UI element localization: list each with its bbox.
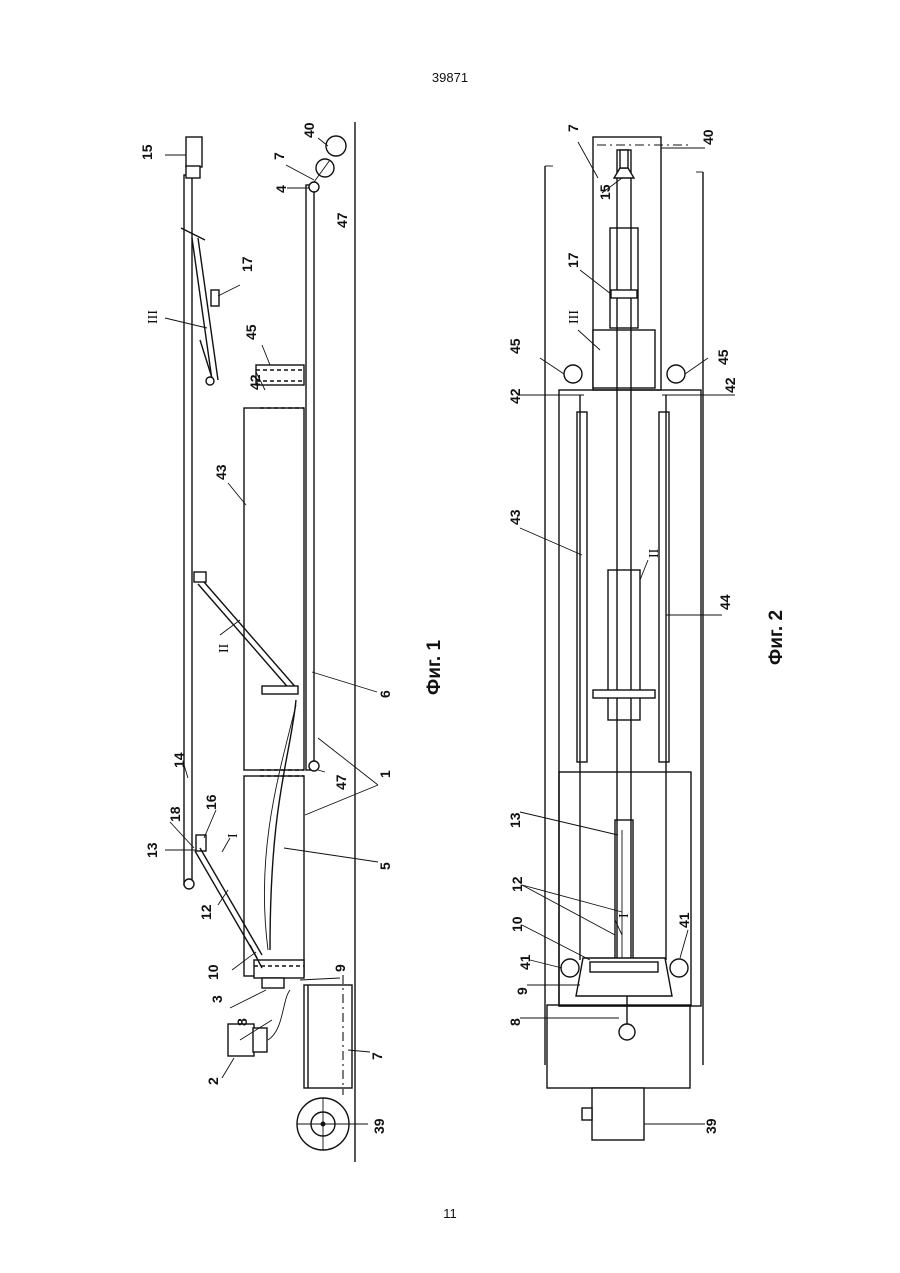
fig2-label: 39 — [703, 1118, 719, 1134]
fig2-label: 12 — [509, 876, 525, 892]
fig1-label: 15 — [139, 144, 155, 160]
fig2-label: 42 — [722, 377, 738, 393]
fig1-label: 16 — [203, 794, 219, 810]
fig1-label: 17 — [239, 256, 255, 272]
fig1-label: 14 — [171, 752, 187, 768]
fig1-label: 40 — [301, 122, 317, 138]
figure-1-labels: 15 40 7 4 47 17 III 45 42 43 II 6 14 1 1… — [139, 122, 445, 1134]
fig1-label: 13 — [144, 842, 160, 858]
fig2-label: I — [617, 913, 632, 918]
fig2-label: 43 — [507, 509, 523, 525]
fig1-label: 47 — [334, 212, 350, 228]
fig2-label: 40 — [700, 129, 716, 145]
fig2-label: 13 — [507, 812, 523, 828]
fig2-label: 10 — [509, 916, 525, 932]
fig2-label: II — [647, 548, 662, 558]
fig1-label: 42 — [247, 374, 263, 390]
fig2-label: 42 — [507, 388, 523, 404]
figure-1-caption: Фиг. 1 — [424, 640, 445, 695]
fig1-label: II — [217, 643, 232, 653]
fig1-label: III — [146, 310, 161, 324]
fig2-label: 7 — [565, 124, 581, 132]
fig1-label: 3 — [209, 995, 225, 1003]
fig2-label: 41 — [517, 954, 533, 970]
fig1-label: 7 — [369, 1052, 385, 1060]
fig2-label: 41 — [676, 912, 692, 928]
fig1-label: 4 — [273, 185, 289, 193]
fig1-label: 1 — [377, 770, 393, 778]
fig1-label: 10 — [205, 964, 221, 980]
fig2-label: 44 — [717, 594, 733, 610]
fig2-label: 8 — [507, 1018, 523, 1026]
fig1-label: 45 — [243, 324, 259, 340]
fig1-label: 7 — [271, 152, 287, 160]
fig2-label: 15 — [597, 184, 613, 200]
fig1-label: 5 — [377, 862, 393, 870]
fig1-label: 39 — [371, 1118, 387, 1134]
figure-2-caption: Фиг. 2 — [766, 610, 787, 665]
fig1-label: 47 — [333, 774, 349, 790]
fig1-label: 9 — [332, 964, 348, 972]
fig1-label: 6 — [377, 690, 393, 698]
fig2-label: III — [567, 310, 582, 324]
figure-2-drawing — [545, 137, 703, 1140]
fig1-label: I — [226, 833, 241, 838]
fig2-label: 17 — [565, 252, 581, 268]
fig2-label: 45 — [507, 338, 523, 354]
fig1-label: 12 — [198, 904, 214, 920]
page-footer-number: 11 — [0, 1206, 900, 1221]
fig1-label: 18 — [167, 806, 183, 822]
fig1-label: 8 — [234, 1018, 250, 1026]
fig1-label: 2 — [205, 1077, 221, 1085]
fig2-label: 45 — [715, 349, 731, 365]
fig1-label: 43 — [213, 464, 229, 480]
fig2-label: 9 — [514, 987, 530, 995]
figure-1-drawing — [181, 122, 355, 1162]
